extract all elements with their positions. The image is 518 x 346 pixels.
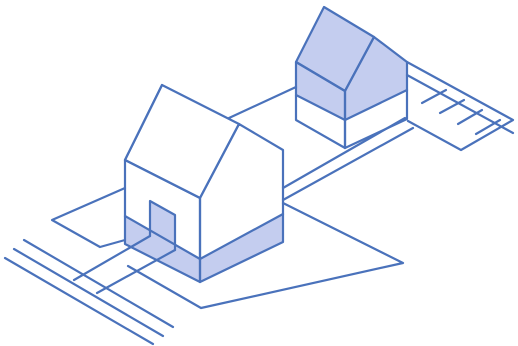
back-house-roof-fill [296,7,374,91]
back-walk-top [405,73,515,135]
back-lot-outline [405,60,515,152]
front-walk-right [95,248,177,295]
back-walk-rung-1 [420,88,448,105]
middle-path-line-1 [227,85,298,120]
front-house-door [148,199,177,252]
line-work [3,5,515,346]
street-line-2 [12,247,165,338]
back-house-band-fill [296,62,407,120]
front-house-side-wall [198,122,285,284]
front-house [123,83,285,284]
back-walk-rung-2 [438,98,466,115]
back-house-left-wall [294,60,347,150]
back-walk-rung-3 [456,108,484,126]
front-lot-outline [50,186,127,249]
middle-path-line-3 [281,126,415,202]
front-house-door-fill [150,201,175,250]
back-house [294,5,409,150]
street-line-3 [3,256,155,346]
front-lot-right-edge [126,201,405,310]
back-house-band-line-left [294,93,347,122]
front-house-band-fill [125,214,283,282]
front-house-band-line-right [198,212,285,261]
back-walk-rung-4 [474,118,502,136]
street-line-1 [22,238,175,329]
front-house-roof [123,83,241,200]
back-house-band-line-right [343,88,409,122]
front-walk-left [72,234,152,282]
front-house-band-line-left [123,214,202,261]
